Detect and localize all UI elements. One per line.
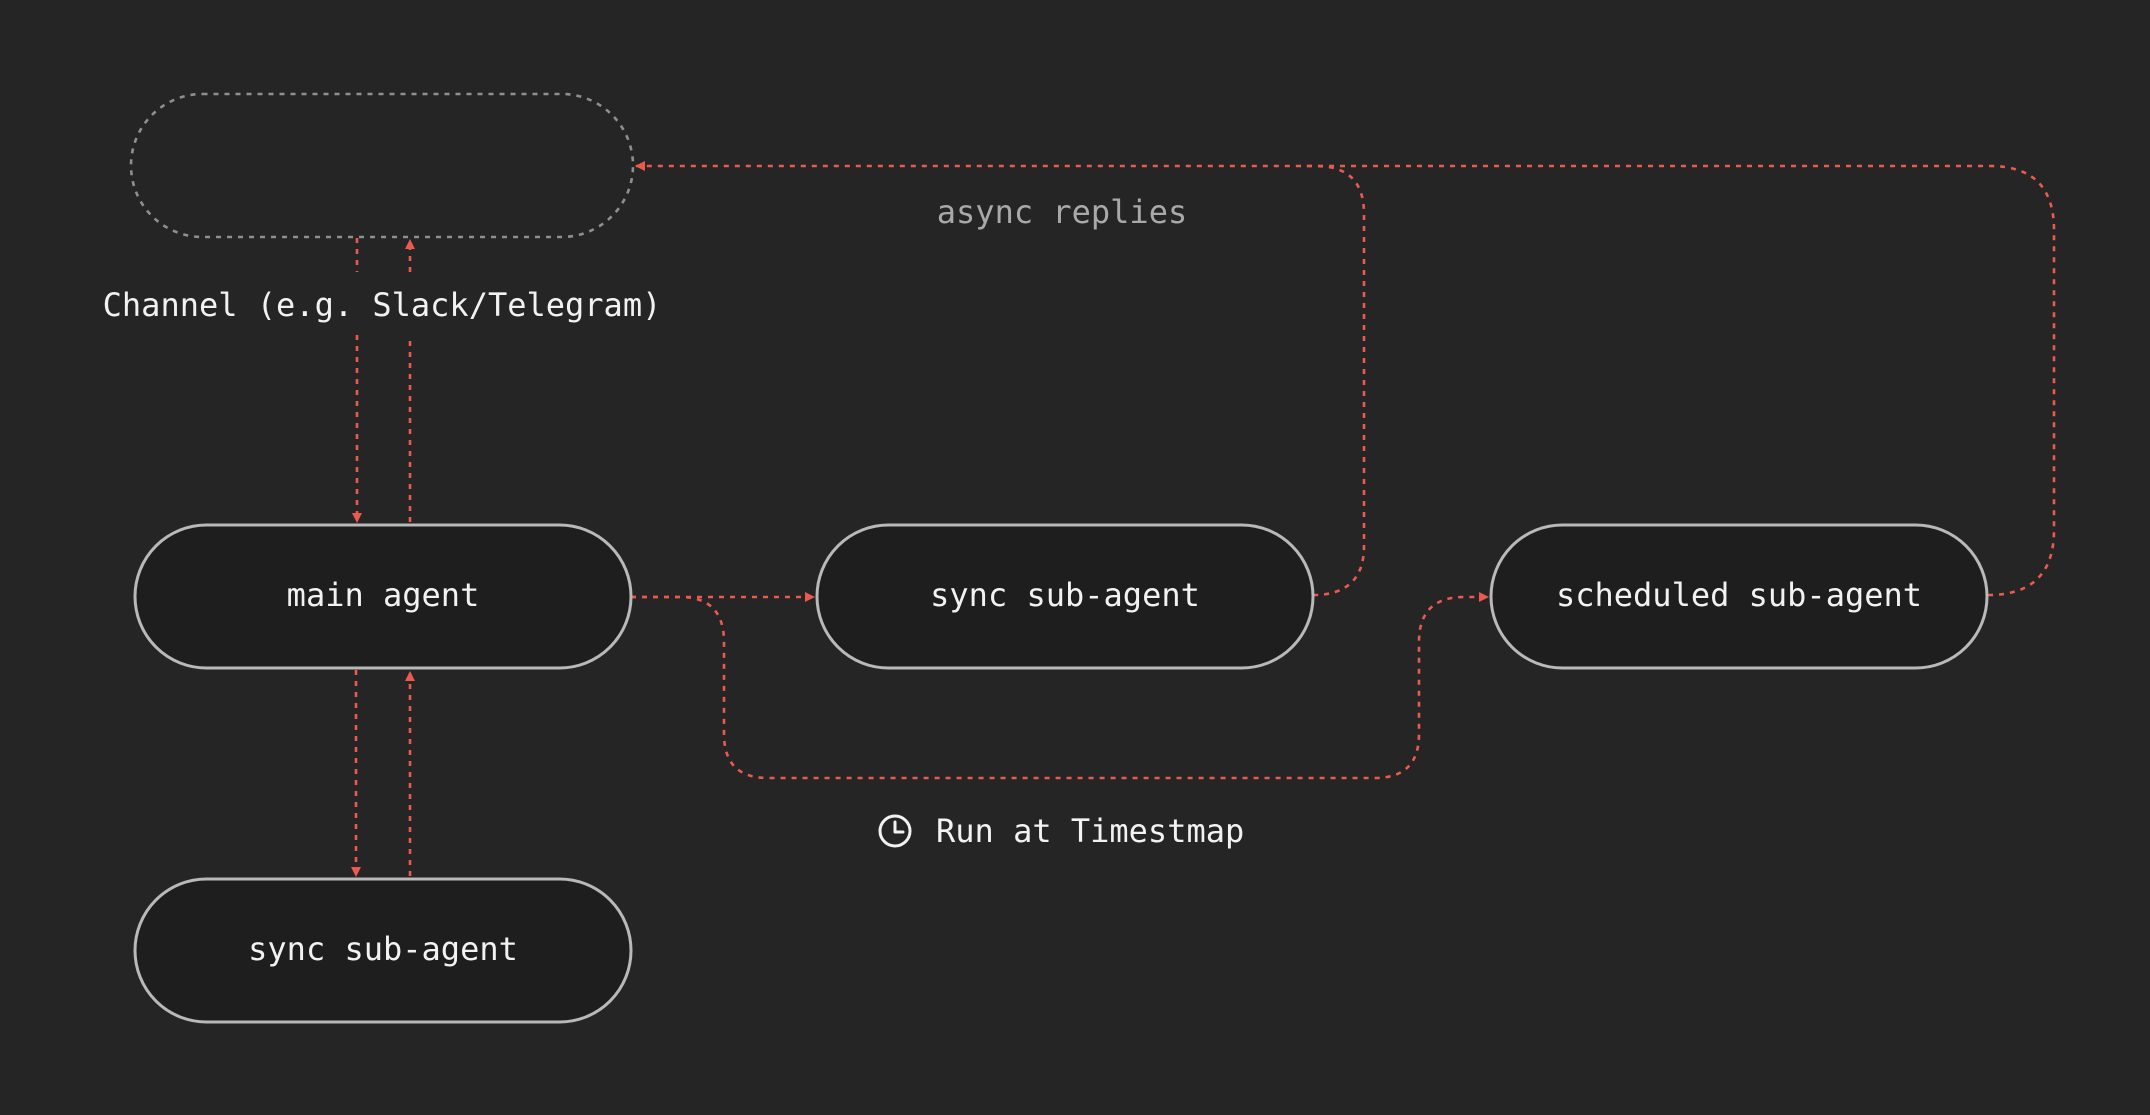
sync-sub-agent-right-label: sync sub-agent [930,576,1200,614]
edge-scheduled-to-channel [1300,164,2056,597]
node-sync-sub-agent-bottom[interactable]: sync sub-agent [133,877,633,1024]
main-agent-label: main agent [287,576,480,614]
edge-main-to-scheduled [631,592,1489,780]
channel-box [129,92,635,239]
scheduled-sub-agent-label: scheduled sub-agent [1556,576,1922,614]
scheduled-sub-agent-box[interactable] [1489,523,1989,670]
schedule-label: Run at Timestmap [936,812,1244,850]
main-agent-box[interactable] [133,523,633,670]
node-channel [129,92,635,239]
clock-icon [878,814,912,848]
async-replies-label: async replies [937,193,1187,231]
node-scheduled-sub-agent[interactable]: scheduled sub-agent [1489,523,1989,670]
node-sync-sub-agent-right[interactable]: sync sub-agent [815,523,1315,670]
channel-label: Channel (e.g. Slack/Telegram) [103,286,662,324]
sync-sub-agent-right-box[interactable] [815,523,1315,670]
sync-sub-agent-bottom-label: sync sub-agent [248,930,518,968]
node-main-agent[interactable]: main agent [133,523,633,670]
edges [356,161,2056,877]
schedule-label-group: Run at Timestmap [878,812,1244,850]
sync-sub-agent-bottom-box[interactable] [133,877,633,1024]
